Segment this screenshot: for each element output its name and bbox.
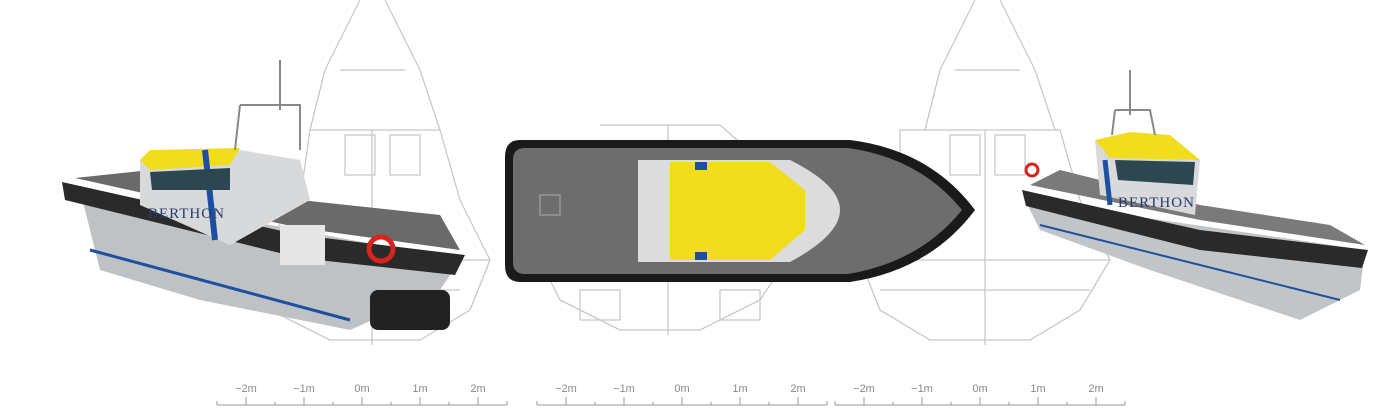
lifebuoy-icon: [366, 234, 396, 264]
scale-tick-label: 1m: [412, 383, 427, 395]
scale-tick-label: 2m: [1088, 383, 1103, 395]
scale-tick-label: −1m: [613, 383, 635, 395]
berthon-logo: BERTHON: [1118, 195, 1195, 211]
boat-bow-quarter: BERTHON: [1022, 70, 1368, 320]
scale-bar: −2m −1m 0m 1m 2m: [216, 383, 508, 406]
scale-tick-label: −1m: [293, 383, 315, 395]
scale-tick-label: −2m: [555, 383, 577, 395]
scale-line: [536, 397, 828, 406]
scale-tick-label: 2m: [790, 383, 805, 395]
scale-tick-label: −1m: [911, 383, 933, 395]
boat-stern-quarter: BERTHON: [62, 60, 465, 330]
scale-bar: −2m −1m 0m 1m 2m: [834, 383, 1126, 406]
boat-plan-view: [505, 140, 975, 282]
scale-tick-label: 0m: [674, 383, 689, 395]
scale-bar: −2m −1m 0m 1m 2m: [536, 383, 828, 406]
scale-line: [834, 397, 1126, 406]
front-elevation-drawing-2: [529, 124, 801, 335]
scale-line: [216, 397, 508, 406]
scale-tick-label: 1m: [1030, 383, 1045, 395]
scale-tick-label: 0m: [354, 383, 369, 395]
scale-tick-label: 0m: [972, 383, 987, 395]
scale-tick-label: −2m: [853, 383, 875, 395]
berthon-logo: BERTHON: [148, 206, 225, 222]
scale-bars: −2m −1m 0m 1m 2m −2m −1m 0m 1m 2m −2m −1m 0m 1m 2m: [216, 383, 1126, 406]
lifebuoy-icon: [1024, 162, 1040, 178]
scale-tick-label: 1m: [732, 383, 747, 395]
scale-tick-label: −2m: [235, 383, 257, 395]
scale-tick-label: 2m: [470, 383, 485, 395]
